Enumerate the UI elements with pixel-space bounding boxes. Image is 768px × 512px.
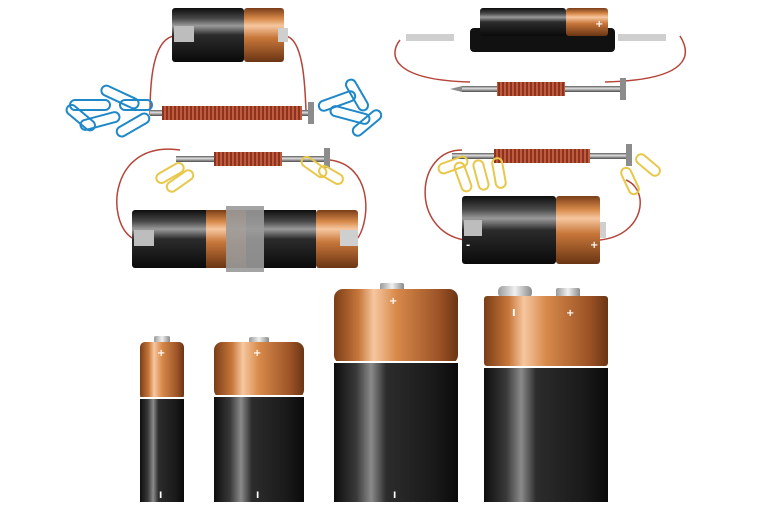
wire bbox=[424, 149, 465, 241]
wire bbox=[329, 159, 367, 239]
wire bbox=[599, 179, 641, 241]
nail-with-coil bbox=[450, 78, 626, 100]
battery-aa: + I bbox=[140, 336, 184, 502]
plus-sign: + bbox=[253, 348, 261, 359]
paperclips-yellow bbox=[155, 155, 344, 193]
wire bbox=[604, 35, 687, 83]
plus-sign: + bbox=[590, 240, 598, 251]
minus-mark: I bbox=[393, 491, 396, 501]
wire bbox=[285, 35, 307, 111]
nail-with-coil bbox=[452, 144, 632, 166]
battery-d: + I bbox=[334, 283, 458, 502]
plus-sign: + bbox=[566, 308, 574, 319]
electromagnet-middle-left bbox=[116, 148, 367, 272]
minus-mark: I bbox=[159, 491, 162, 501]
paperclips-blue bbox=[65, 78, 383, 138]
plus-sign: + bbox=[157, 348, 165, 359]
battery-d-horizontal bbox=[172, 8, 288, 62]
electromagnet-top-right: + bbox=[394, 8, 687, 100]
battery-d-horizontal: - + bbox=[462, 196, 606, 264]
minus-mark: I bbox=[256, 491, 259, 501]
wire bbox=[116, 148, 181, 239]
plus-sign: + bbox=[595, 19, 603, 30]
battery-holder: + bbox=[406, 8, 666, 52]
plus-sign: + bbox=[389, 296, 397, 307]
paperclips-yellow bbox=[437, 153, 661, 196]
electromagnet-middle-right: - + bbox=[424, 144, 661, 264]
minus-mark: I bbox=[512, 308, 516, 319]
nail-with-coil bbox=[176, 148, 330, 168]
wire bbox=[149, 35, 175, 116]
electromagnet-top-left bbox=[65, 8, 383, 138]
nail-with-coil bbox=[150, 102, 314, 124]
battery-6v-lantern: I + bbox=[484, 286, 608, 502]
battery-pack-taped bbox=[132, 206, 358, 272]
battery-c: + I bbox=[214, 337, 304, 502]
minus-sign: - bbox=[466, 240, 470, 251]
wire bbox=[394, 39, 471, 83]
